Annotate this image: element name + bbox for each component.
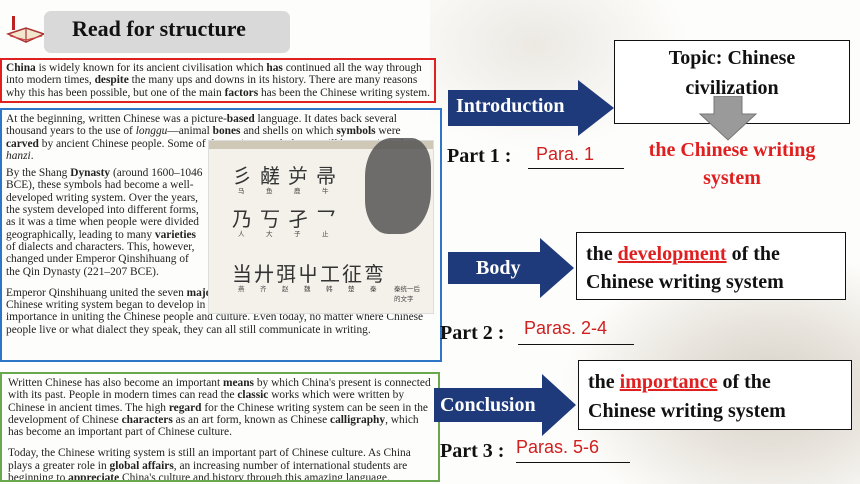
body-summary-keyword: development	[617, 243, 727, 265]
glyph-label: 韩	[326, 285, 333, 293]
ancient-glyph: 鹾	[260, 164, 280, 188]
glyph-label: 赵	[282, 285, 289, 293]
topic-line-2: civilization	[685, 77, 779, 99]
glyph-label-unified: 秦统一后 的文字	[394, 285, 420, 303]
body-summary-line-1: the development of the	[586, 242, 780, 266]
passage-paragraph-6: Today, the Chinese writing system is sti…	[8, 447, 411, 482]
part-2-blank[interactable]	[518, 344, 634, 345]
body-arrow-label: Body	[476, 257, 521, 279]
conclusion-summary-line-2: Chinese writing system	[588, 400, 786, 422]
topic-down-arrow	[698, 96, 758, 141]
topic-answer-line-1: the Chinese writing	[648, 139, 816, 161]
conclusion-arrow	[434, 374, 576, 436]
ancient-glyph: 屮	[298, 262, 318, 286]
glyph-label: 秦	[370, 285, 377, 293]
glyph-label: 大	[266, 230, 273, 238]
glyph-label: 鹿	[294, 187, 301, 195]
glyph-label: 马	[238, 187, 245, 195]
passage-paragraph-3: By the Shang Dynasty (around 1600–1046 B…	[6, 167, 203, 278]
introduction-arrow	[448, 80, 614, 136]
part-1-blank[interactable]	[528, 168, 624, 169]
ancient-glyph: 乛	[316, 207, 336, 231]
ancient-glyph: 孑	[288, 207, 308, 231]
oracle-bone-rubbing	[365, 138, 431, 234]
ancient-glyph: 丂	[260, 207, 280, 231]
glyph-label: 楚	[348, 285, 355, 293]
ancient-glyph: 屰	[288, 164, 308, 188]
ancient-glyph: 弭	[276, 262, 296, 286]
part-2-answer: Paras. 2-4	[524, 318, 608, 338]
ancient-glyph: 帚	[316, 164, 336, 188]
section-title: Read for structure	[72, 16, 246, 41]
glyph-label: 魏	[304, 285, 311, 293]
conclusion-summary-box	[578, 360, 852, 430]
glyph-label: 鱼	[266, 187, 273, 195]
passage-paragraph-1: China is widely known for its ancient ci…	[6, 62, 430, 99]
part-1-answer: Para. 1	[536, 144, 595, 164]
glyph-label: 齐	[260, 285, 267, 293]
glyph-label: 燕	[238, 285, 245, 293]
book-icon	[6, 16, 46, 43]
body-summary-pre: the	[586, 243, 618, 265]
ancient-glyph: 廾	[254, 262, 274, 286]
glyph-label: 牛	[322, 187, 329, 195]
body-summary-box	[576, 232, 846, 300]
conclusion-summary-keyword: importance	[619, 371, 718, 393]
part-2-label: Part 2 :	[440, 322, 505, 344]
part-1-label: Part 1 :	[447, 145, 512, 167]
conclusion-arrow-label: Conclusion	[440, 394, 536, 416]
body-summary-post: of the	[726, 243, 780, 265]
passage-conclusion: Written Chinese has also become an impor…	[0, 372, 440, 482]
body-summary-line-2: Chinese writing system	[586, 271, 784, 293]
conclusion-summary-post: of the	[717, 371, 771, 393]
conclusion-summary-line-1: the importance of the	[588, 370, 771, 394]
ancient-glyph: 当	[232, 262, 252, 286]
part-3-answer: Paras. 5-6	[516, 437, 600, 457]
part-3-label: Part 3 :	[440, 440, 505, 462]
topic-line-1: Topic: Chinese	[668, 47, 796, 69]
glyph-label: 人	[238, 230, 245, 238]
glyph-label: 止	[322, 230, 329, 238]
topic-answer-line-2: system	[703, 167, 761, 189]
ancient-glyph: 征	[342, 262, 362, 286]
passage-paragraph-5: Written Chinese has also become an impor…	[8, 377, 431, 439]
glyph-label: 子	[294, 230, 301, 238]
part-3-blank[interactable]	[516, 462, 630, 463]
ancient-glyph: 乃	[232, 207, 252, 231]
section-title-bar	[44, 11, 290, 53]
body-arrow	[448, 238, 574, 298]
scroll-rod	[209, 141, 433, 149]
conclusion-summary-pre: the	[588, 371, 620, 393]
introduction-arrow-label: Introduction	[456, 95, 565, 117]
ancient-glyph: 弯	[364, 262, 384, 286]
passage-introduction: China is widely known for its ancient ci…	[0, 58, 436, 103]
ancient-glyph: 彡	[232, 164, 252, 188]
ancient-glyph: 工	[320, 262, 340, 286]
